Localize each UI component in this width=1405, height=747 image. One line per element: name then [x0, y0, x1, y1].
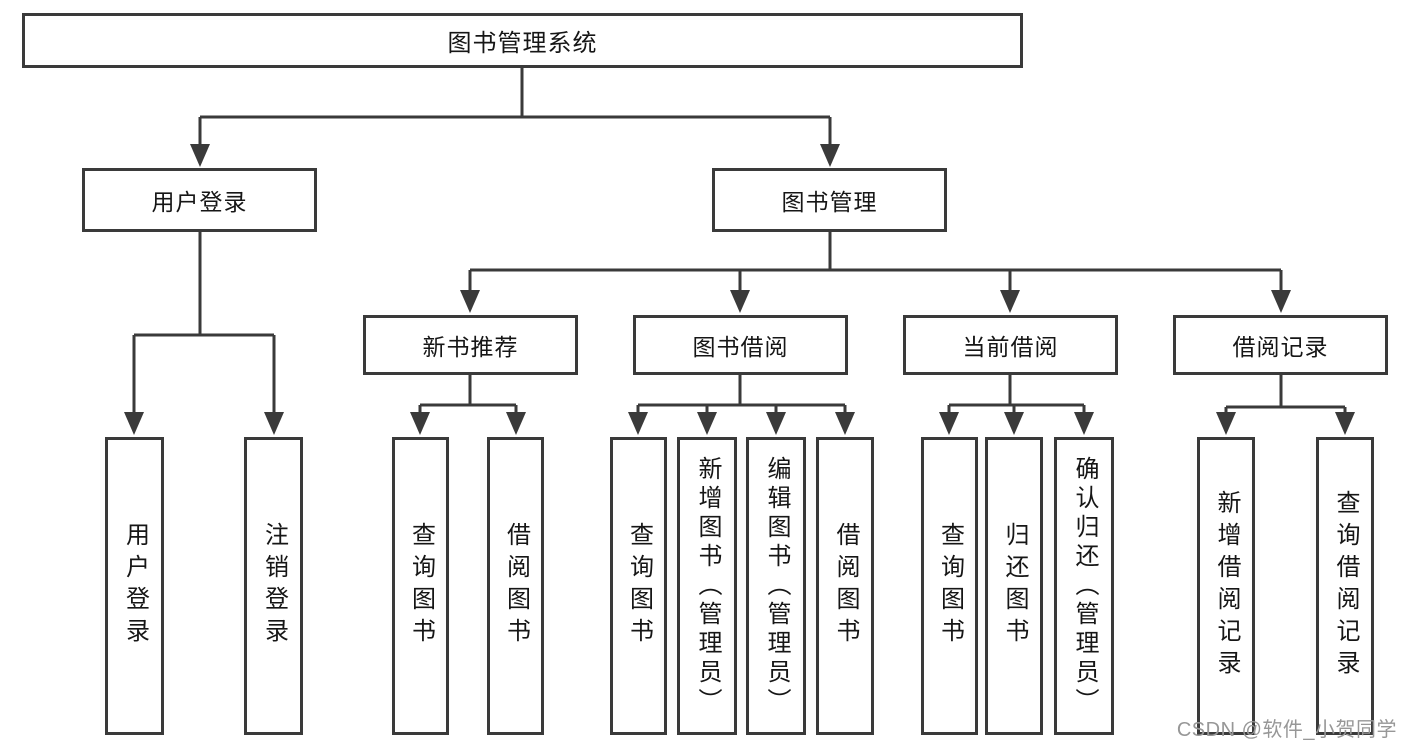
node-book-borrow: 图书借阅 [633, 315, 848, 375]
node-borrow-record: 借阅记录 [1173, 315, 1388, 375]
node-user-login: 用户登录 [82, 168, 317, 232]
leaf-query-book-3-label: 查询图书 [936, 522, 964, 650]
node-root-system: 图书管理系统 [22, 13, 1023, 68]
leaf-confirm-return-admin-label: 确认归还（管理员） [1071, 455, 1098, 717]
leaf-add-book-admin-label: 新增图书（管理员） [694, 455, 721, 717]
leaf-user-login-label: 用户登录 [121, 522, 149, 650]
leaf-query-borrow-record: 查询借阅记录 [1316, 437, 1374, 735]
leaf-logout: 注销登录 [244, 437, 303, 735]
leaf-borrow-book-1-label: 借阅图书 [502, 522, 530, 650]
node-user-login-label: 用户登录 [151, 189, 248, 215]
leaf-return-book-label: 归还图书 [1001, 522, 1028, 650]
leaf-logout-label: 注销登录 [260, 522, 288, 650]
leaf-query-book-2-label: 查询图书 [625, 522, 653, 650]
leaf-edit-book-admin: 编辑图书（管理员） [746, 437, 806, 735]
node-borrow-record-label: 借阅记录 [1232, 334, 1329, 360]
node-new-book-recommend: 新书推荐 [363, 315, 578, 375]
leaf-borrow-book-2: 借阅图书 [816, 437, 874, 735]
leaf-confirm-return-admin: 确认归还（管理员） [1054, 437, 1114, 735]
node-book-borrow-label: 图书借阅 [692, 334, 789, 360]
leaf-query-book-1-label: 查询图书 [407, 522, 435, 650]
node-book-management-label: 图书管理 [781, 189, 878, 215]
leaf-edit-book-admin-label: 编辑图书（管理员） [763, 455, 790, 717]
leaf-query-book-3: 查询图书 [921, 437, 978, 735]
leaf-query-book-1: 查询图书 [392, 437, 449, 735]
leaf-add-book-admin: 新增图书（管理员） [677, 437, 737, 735]
leaf-query-borrow-record-label: 查询借阅记录 [1332, 490, 1359, 682]
node-current-borrow-label: 当前借阅 [962, 334, 1059, 360]
leaf-borrow-book-1: 借阅图书 [487, 437, 544, 735]
node-current-borrow: 当前借阅 [903, 315, 1118, 375]
leaf-add-borrow-record-label: 新增借阅记录 [1213, 490, 1240, 682]
node-book-management: 图书管理 [712, 168, 947, 232]
node-new-book-recommend-label: 新书推荐 [422, 334, 519, 360]
leaf-borrow-book-2-label: 借阅图书 [832, 522, 859, 650]
leaf-return-book: 归还图书 [985, 437, 1043, 735]
node-root-label: 图书管理系统 [447, 30, 598, 57]
leaf-user-login: 用户登录 [105, 437, 164, 735]
leaf-query-book-2: 查询图书 [610, 437, 667, 735]
leaf-add-borrow-record: 新增借阅记录 [1197, 437, 1255, 735]
arrowhead-icons [124, 144, 1355, 435]
